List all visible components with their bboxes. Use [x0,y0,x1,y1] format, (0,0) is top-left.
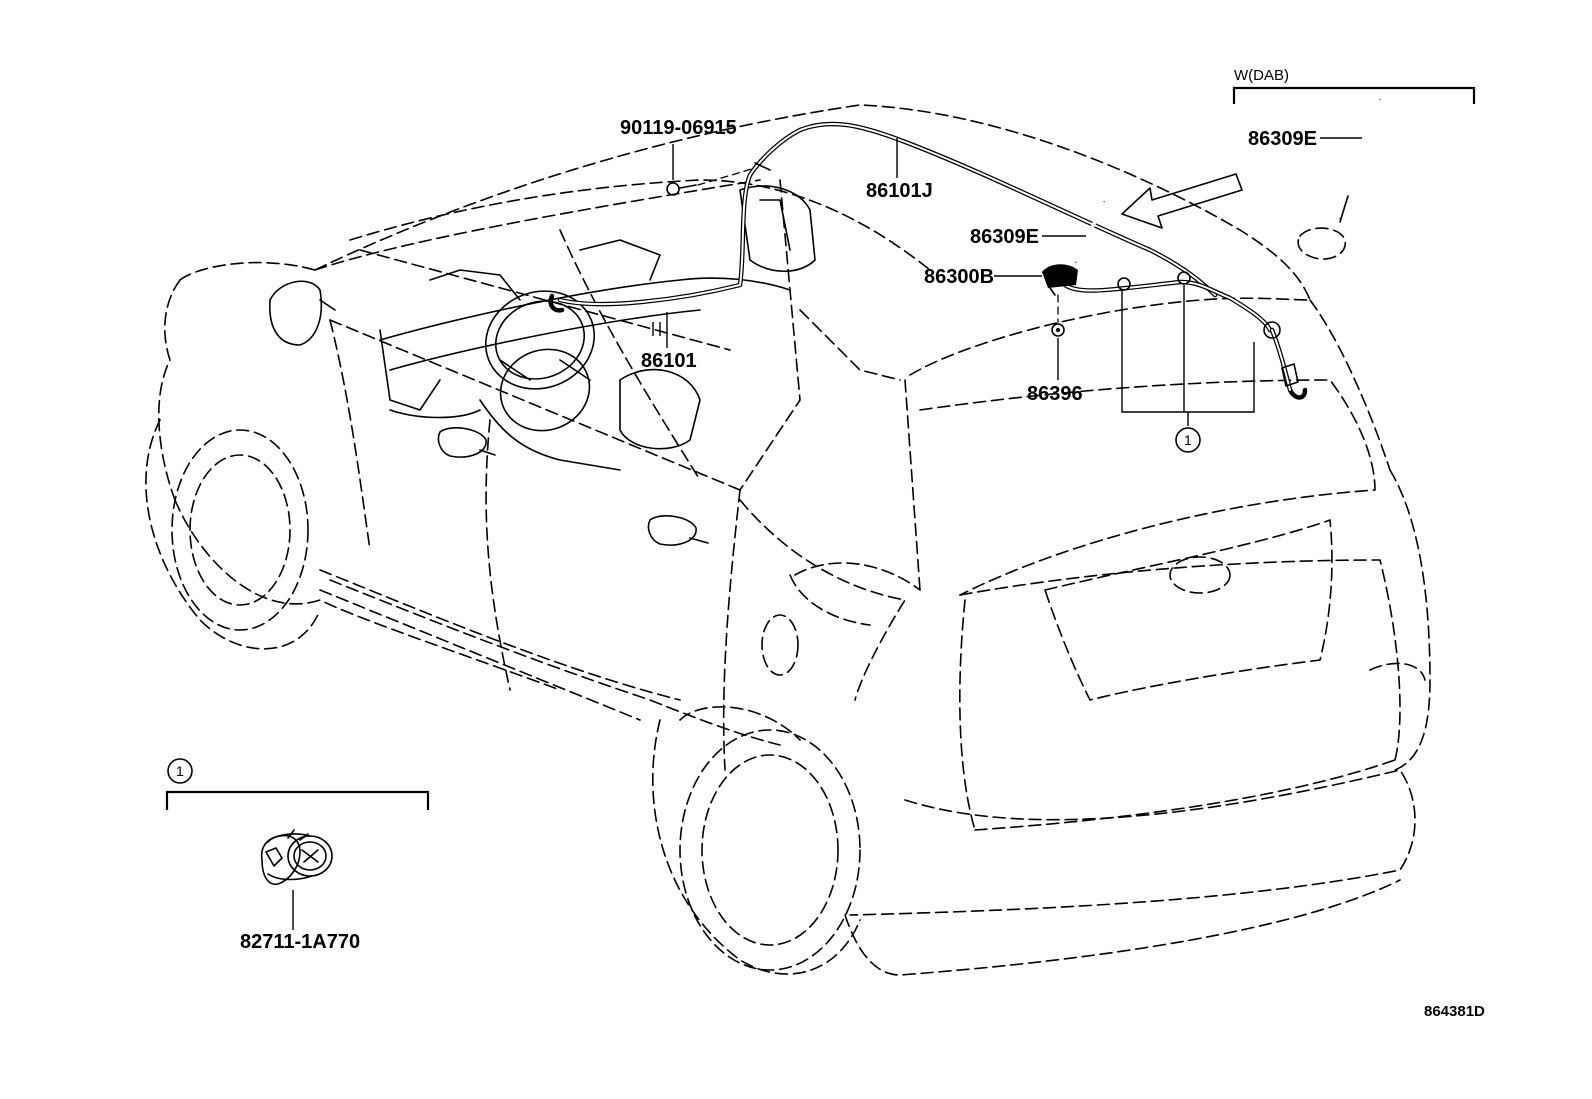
label-cord-roof: 86101J [866,180,933,202]
label-bolt: 90119-06915 [620,117,737,139]
view-direction-arrow [1121,173,1243,229]
nut-86396 [1051,294,1065,337]
label-antenna-rod: 86309E [970,226,1039,248]
variant-label: W(DAB) [1234,67,1289,84]
label-nut: 86396 [1027,383,1083,405]
bolt-90119-06915 [666,167,756,196]
antenna-rod-86309E-installed [1074,201,1106,263]
label-cord-front: 86101 [641,350,697,372]
clamp-detail: 1 82711-1A770 [165,758,430,953]
diagram-id: 864381D [1424,1003,1485,1020]
clamp-82711-1A770-icon [260,829,333,885]
label-antenna-rod-top: 86309E [1248,128,1317,150]
car-body-outline [145,104,1431,976]
ref-circle-detail [167,758,193,784]
ref-circle-clamps [1175,427,1201,453]
dab-variant-detail: W(DAB) 86309E [1232,67,1476,260]
ref-number-clamps: 1 [1184,432,1192,448]
antenna-cord-86101J [548,121,1308,400]
car-interior [379,185,816,471]
antenna-base-86300B [1042,264,1078,296]
part-labels: 90119-06915 86101J 86309E 86300B 86101 8… [620,117,1485,1020]
label-clamp: 82711-1A770 [240,931,360,953]
label-antenna-base: 86300B [924,266,994,288]
ref-number-detail: 1 [176,763,184,779]
